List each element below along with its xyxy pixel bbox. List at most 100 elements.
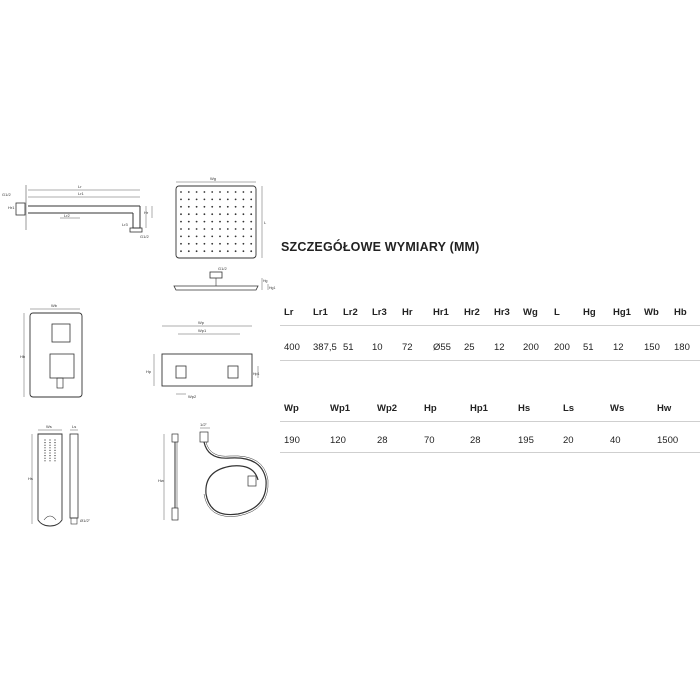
nozzle-dot	[203, 198, 206, 201]
nozzle-dot	[226, 242, 229, 245]
table1-value-cell-9: 200	[554, 342, 570, 353]
plate-label-wp1: Wp1	[198, 328, 207, 333]
table1-value-cell-7: 12	[494, 342, 505, 353]
arm-label-lr3: Lr3	[122, 222, 129, 227]
table2-header-cell-2: Wp2	[377, 403, 398, 414]
table1-header-cell-10: Hg	[583, 307, 596, 318]
nozzle-dot	[242, 198, 245, 201]
hand-label-hs: Hs	[28, 476, 33, 481]
table2-value-cell-0: 190	[284, 435, 300, 446]
nozzle-dot	[195, 242, 198, 245]
nozzle-dot	[219, 198, 221, 201]
table2-header-cell-4: Hp1	[470, 403, 488, 414]
table1-value-cell-4: 72	[402, 342, 413, 353]
hand-nozzle-dot	[54, 455, 56, 457]
nozzle-dot	[250, 220, 253, 223]
nozzle-dot	[250, 228, 253, 230]
hand-nozzle-dot	[49, 449, 51, 451]
table2-header-cell-3: Hp	[424, 403, 437, 414]
nozzle-dot	[242, 235, 245, 238]
table2-header-cell-0: Wp	[284, 403, 299, 414]
table1-header-cell-1: Lr1	[313, 307, 328, 318]
hand-nozzle-dot	[54, 457, 56, 459]
table2-value-cell-6: 20	[563, 435, 574, 446]
nozzle-dot	[219, 235, 221, 238]
nozzle-dot	[234, 250, 237, 253]
nozzle-dot	[250, 250, 253, 253]
nozzle-dot	[187, 250, 190, 253]
table1-value-cell-10: 51	[583, 342, 594, 353]
table1-value-cell-3: 10	[372, 342, 383, 353]
hand-nozzle-dot	[49, 455, 51, 457]
arm-label-g12: G1/2	[2, 192, 11, 197]
table1-header-cell-5: Hr1	[433, 307, 449, 318]
hose-drawing: Hw 1/2"	[158, 422, 269, 521]
plate-label-hp: Hp	[146, 369, 152, 374]
nozzle-dot	[234, 228, 237, 230]
nozzle-dot	[203, 228, 206, 230]
nozzle-dot	[180, 213, 182, 216]
nozzle-dot	[203, 235, 206, 238]
table2-value-cell-4: 28	[470, 435, 481, 446]
arm-label-lr: Lr	[78, 184, 82, 189]
nozzle-dot	[234, 242, 237, 245]
nozzle-dot	[234, 191, 237, 193]
nozzle-dot	[180, 205, 182, 208]
table1-value-cell-6: 25	[464, 342, 475, 353]
table1-header-cell-9: L	[554, 307, 560, 318]
hand-nozzle-dot	[54, 460, 56, 462]
table1-header-cell-12: Wb	[644, 307, 659, 318]
hand-nozzle-dot	[49, 457, 51, 459]
table1-header-cell-3: Lr3	[372, 307, 387, 318]
table1-value-cell-5: Ø55	[433, 342, 451, 353]
nozzle-dot	[219, 213, 221, 216]
nozzle-dot	[211, 213, 214, 216]
nozzle-dot	[195, 220, 198, 223]
table1-header-cell-0: Lr	[284, 307, 294, 318]
nozzle-dot	[211, 205, 214, 208]
hand-nozzle-dot	[49, 439, 51, 441]
table1-header-cell-8: Wg	[523, 307, 538, 318]
nozzle-dot	[187, 198, 190, 201]
nozzle-dot	[203, 205, 206, 208]
nozzle-dot	[187, 213, 190, 216]
table1-header-cell-2: Lr2	[343, 307, 358, 318]
table2-divider	[280, 421, 700, 422]
head-label-hg1: Hg1	[269, 286, 275, 290]
hand-nozzle-dot	[49, 444, 51, 446]
nozzle-dot	[203, 250, 206, 253]
nozzle-dot	[250, 205, 253, 208]
hand-nozzle-dot	[54, 449, 56, 451]
table1-header-cell-11: Hg1	[613, 307, 631, 318]
arm-label-g12b: G1/2	[140, 234, 149, 239]
dimensions-title: SZCZEGÓŁOWE WYMIARY (MM)	[281, 240, 480, 254]
nozzle-dot	[242, 242, 245, 245]
table2-value-cell-8: 1500	[657, 435, 679, 446]
hand-nozzle-dot	[44, 457, 46, 459]
hand-nozzle-dot	[44, 444, 46, 446]
hand-nozzle-dot	[44, 442, 46, 444]
nozzle-dot	[234, 235, 237, 238]
table2-value-cell-7: 40	[610, 435, 621, 446]
nozzle-dot	[211, 250, 214, 253]
table2-value-cell-1: 120	[330, 435, 346, 446]
hand-nozzle-dot	[54, 439, 56, 441]
nozzle-dot	[250, 198, 253, 201]
concealed-body-drawing: Wb Hb	[20, 303, 83, 398]
hand-nozzle-dot	[49, 452, 51, 454]
hand-nozzle-dot	[49, 442, 51, 444]
nozzle-dot	[203, 220, 206, 223]
hand-label-g12: Ø1/2"	[80, 518, 91, 523]
nozzle-dot	[211, 191, 214, 193]
shower-head-drawing: Wg L G1/2 Hg Hg1	[173, 176, 275, 291]
hand-nozzle-dot	[54, 442, 56, 444]
table2-header-cell-1: Wp1	[330, 403, 351, 414]
nozzle-dot	[211, 228, 214, 230]
table1-bottom-rule	[280, 360, 700, 361]
table1-value-cell-13: 180	[674, 342, 690, 353]
nozzle-dot	[242, 213, 245, 216]
nozzle-dot	[211, 235, 214, 238]
nozzle-dot	[250, 191, 253, 193]
hand-label-ls: Ls	[72, 424, 76, 429]
nozzle-dot	[234, 205, 237, 208]
